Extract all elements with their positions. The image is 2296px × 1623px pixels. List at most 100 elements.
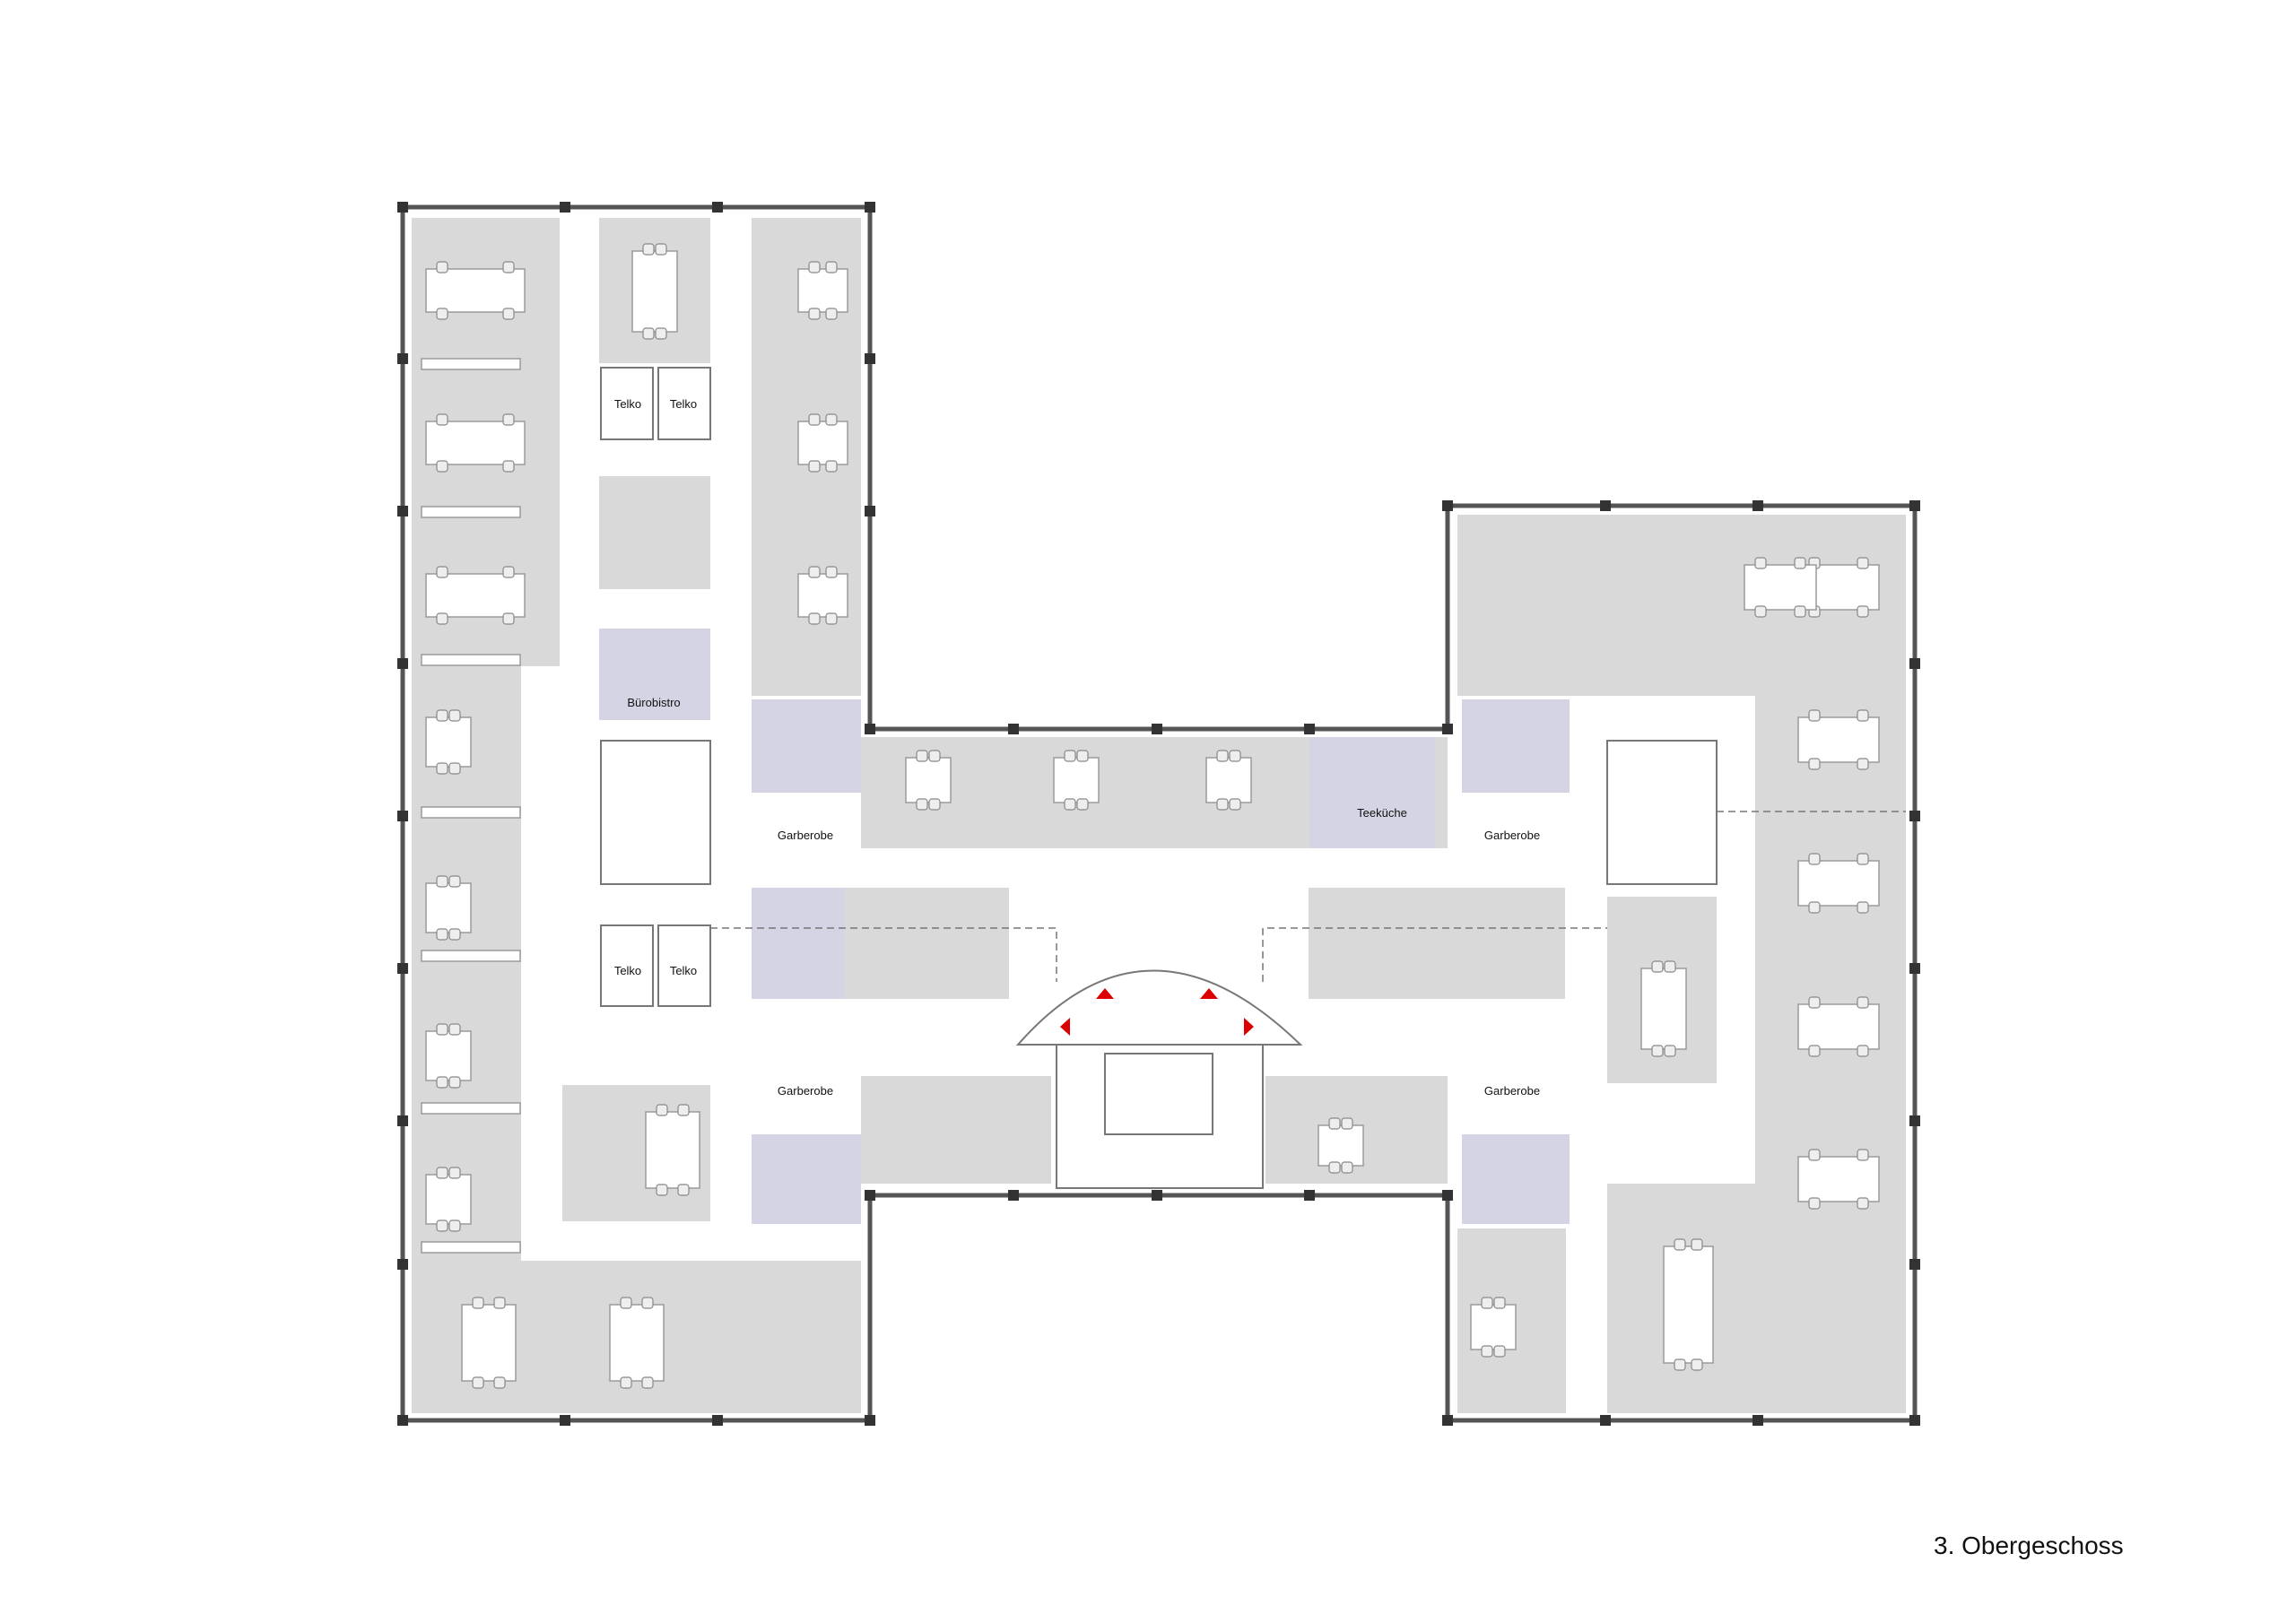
desk-cluster	[1053, 757, 1100, 803]
column	[1152, 1190, 1162, 1201]
desk-cluster	[1205, 757, 1252, 803]
desk-cluster	[631, 250, 678, 333]
desk-cluster	[1797, 1003, 1880, 1050]
chair	[448, 875, 461, 888]
chair	[1064, 750, 1076, 762]
cabinet	[421, 1102, 521, 1115]
chair	[1754, 605, 1767, 618]
chair	[472, 1297, 484, 1309]
structural-columns	[397, 202, 1920, 1426]
chair	[1691, 1238, 1703, 1251]
chair	[620, 1376, 632, 1389]
chair	[1216, 798, 1229, 811]
desk-cluster	[425, 1174, 472, 1225]
column	[865, 1190, 875, 1201]
chair	[436, 566, 448, 578]
chair	[1857, 901, 1869, 914]
chair	[436, 762, 448, 775]
chair	[448, 1023, 461, 1036]
chair	[808, 612, 821, 625]
chair	[1808, 1149, 1821, 1161]
chair	[1691, 1358, 1703, 1371]
room-label-teekueche: Teeküche	[1357, 806, 1407, 820]
chair	[1341, 1161, 1353, 1174]
desk-cluster	[905, 757, 952, 803]
column	[1304, 724, 1315, 734]
chair	[1857, 709, 1869, 722]
column	[1442, 1415, 1453, 1426]
chair	[916, 750, 928, 762]
desk-cluster	[425, 882, 472, 933]
chair	[436, 1076, 448, 1089]
column	[1600, 1415, 1611, 1426]
chair	[1857, 605, 1869, 618]
chair	[642, 243, 655, 256]
chair	[1808, 1197, 1821, 1210]
desk-cluster	[797, 573, 848, 618]
chair	[928, 798, 941, 811]
column	[1008, 724, 1019, 734]
chair	[502, 261, 515, 273]
chair	[1808, 709, 1821, 722]
chair	[825, 566, 838, 578]
chair	[655, 327, 667, 340]
chair	[656, 1184, 668, 1196]
chair	[1754, 557, 1767, 569]
cabinet	[421, 950, 521, 962]
cabinet	[421, 1241, 521, 1254]
column	[865, 1415, 875, 1426]
column	[397, 1415, 408, 1426]
chair	[677, 1104, 690, 1116]
chair	[1493, 1345, 1506, 1358]
chair	[620, 1297, 632, 1309]
desk-cluster	[461, 1304, 517, 1382]
desk-cluster	[425, 573, 526, 618]
column	[1008, 1190, 1019, 1201]
chair	[1857, 557, 1869, 569]
desk-cluster	[1797, 1156, 1880, 1202]
room-label-telko: Telko	[670, 397, 697, 411]
column	[1752, 1415, 1763, 1426]
column	[865, 724, 875, 734]
column	[1442, 724, 1453, 734]
column	[865, 353, 875, 364]
floor-caption: 3. Obergeschoss	[1934, 1532, 2124, 1559]
escape-route-right	[1262, 927, 1607, 982]
column	[1442, 500, 1453, 511]
chair	[493, 1376, 506, 1389]
column	[712, 1415, 723, 1426]
chair	[436, 875, 448, 888]
chair	[502, 308, 515, 320]
column	[865, 202, 875, 213]
desk-cluster	[425, 1030, 472, 1081]
column	[1909, 1415, 1920, 1426]
column	[1752, 500, 1763, 511]
chair	[1808, 758, 1821, 770]
desk-cluster	[797, 268, 848, 313]
desk-cluster	[1640, 968, 1687, 1050]
column	[1909, 811, 1920, 821]
chair	[1664, 1045, 1676, 1057]
chair	[1674, 1358, 1686, 1371]
chair	[1808, 996, 1821, 1009]
chair	[1857, 853, 1869, 865]
room-label-garderobe: Garberobe	[1484, 829, 1540, 842]
chair	[655, 243, 667, 256]
chair	[436, 308, 448, 320]
desk-cluster	[1663, 1245, 1714, 1364]
chair	[1794, 557, 1806, 569]
chair	[436, 1167, 448, 1179]
chair	[493, 1297, 506, 1309]
room-label-garderobe: Garberobe	[778, 829, 833, 842]
chair	[502, 612, 515, 625]
chair	[1481, 1297, 1493, 1309]
chair	[1651, 1045, 1664, 1057]
cabinet	[421, 506, 521, 518]
chair	[916, 798, 928, 811]
desk-cluster	[1797, 716, 1880, 763]
desk-cluster	[425, 421, 526, 465]
chair	[656, 1104, 668, 1116]
chair	[1651, 960, 1664, 973]
cabinet	[421, 654, 521, 666]
column	[865, 506, 875, 516]
